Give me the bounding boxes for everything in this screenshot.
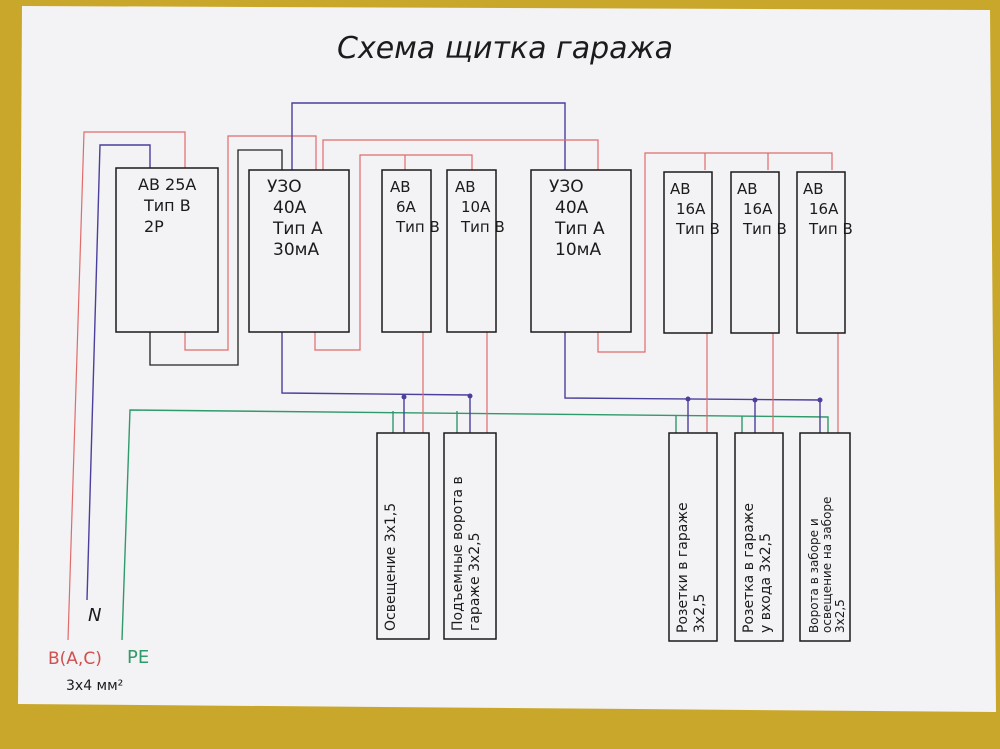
device-label-line: 30мА [273, 240, 319, 260]
uzo1-phase-bus [314, 154, 473, 351]
device-box [730, 171, 780, 334]
pe-bus-wire [121, 409, 829, 641]
device-ab25: АВ 25А Тип В 2Р [115, 167, 219, 333]
device-label-line: АВ [670, 180, 691, 198]
load-box [734, 432, 784, 642]
load-label-line: 3х2,5 [833, 599, 847, 633]
load-label-line: Освещение 3х1,5 [383, 503, 399, 631]
device-ab10: АВ 10А Тип В [446, 169, 505, 333]
device-ab6: АВ 6А Тип В [381, 169, 440, 333]
device-ab16c: АВ 16А Тип В [796, 171, 853, 334]
device-label-line: УЗО [549, 177, 584, 197]
load-box [799, 432, 851, 642]
neutral-to-uzo2 [291, 102, 566, 170]
neutral-label: N [88, 605, 101, 626]
device-box [381, 169, 432, 333]
incoming-wires [67, 131, 829, 641]
device-label-line: Тип В [675, 220, 720, 238]
load-label-line: освещение на заборе [820, 497, 834, 633]
device-label-line: АВ [390, 178, 411, 196]
load-box [376, 432, 430, 640]
ab25-output-wires [149, 135, 317, 366]
device-label-line: 40А [555, 198, 589, 218]
junction-dot [752, 397, 758, 403]
uzo2-neutral-out [564, 332, 821, 433]
device-label-line: АВ 25А [138, 175, 196, 194]
load-box [443, 432, 497, 640]
junction-dot [401, 394, 407, 400]
device-box [115, 167, 219, 333]
uzo2-phase-bus [597, 152, 833, 353]
load-label-line: гараже 3х2,5 [467, 532, 483, 631]
neutral-input-wire [86, 144, 151, 601]
device-label-line: Тип В [808, 220, 853, 238]
device-label-line: 10мА [555, 240, 601, 260]
device-label-line: АВ [803, 180, 824, 198]
diagram-title: Схема щитка гаража [337, 31, 673, 66]
device-box [796, 171, 846, 334]
uzo1-neutral-out [281, 332, 471, 433]
load-label-line: Розетка в гараже [741, 503, 757, 633]
load-label-line: Подъемные ворота в [450, 476, 466, 631]
device-ab16b: АВ 16А Тип В [730, 171, 787, 334]
device-label-line: Тип В [460, 218, 505, 236]
junction-dot [685, 396, 691, 402]
device-label-line: Тип В [395, 218, 440, 236]
device-box [248, 169, 350, 333]
junction-dot [467, 393, 473, 399]
phase-input-wire [67, 131, 186, 641]
device-label-line: 16А [743, 200, 773, 218]
load-label-line: Розетки в гараже [675, 502, 691, 633]
device-label-line: Тип А [272, 219, 323, 239]
device-box [446, 169, 497, 333]
device-label-line: 10А [461, 198, 491, 216]
cable-label: 3х4 мм² [66, 678, 123, 694]
load-label-line: у входа 3х2,5 [758, 533, 774, 633]
device-label-line: 40А [273, 198, 307, 218]
load-label-line: 3х2,5 [692, 594, 708, 633]
device-label-line: 6А [396, 198, 417, 216]
device-label-line: 16А [676, 200, 706, 218]
junction-dot [817, 397, 823, 403]
phase-to-uzo2 [322, 139, 599, 170]
device-label-line: 2Р [144, 217, 164, 236]
device-box [663, 171, 713, 334]
device-label-line: Тип В [143, 196, 191, 215]
paper-sheet [18, 6, 996, 712]
ab25-neutral-out [149, 149, 283, 366]
device-label-line: АВ [737, 180, 758, 198]
device-label-line: Тип В [742, 220, 787, 238]
phase-label: В(А,С) [48, 649, 102, 669]
device-label-line: Тип А [554, 219, 605, 239]
device-ab16a: АВ 16А Тип В [663, 171, 720, 334]
load-box [668, 432, 718, 642]
load-light: Освещение 3х1,5 [376, 432, 430, 640]
ab25-phase-out [184, 135, 317, 351]
device-box [530, 169, 632, 333]
device-label-line: УЗО [267, 177, 302, 197]
device-label-line: АВ [455, 178, 476, 196]
pe-label: PE [127, 647, 149, 668]
load-label-line: Ворота в заборе и [807, 518, 821, 633]
device-label-line: 16А [809, 200, 839, 218]
